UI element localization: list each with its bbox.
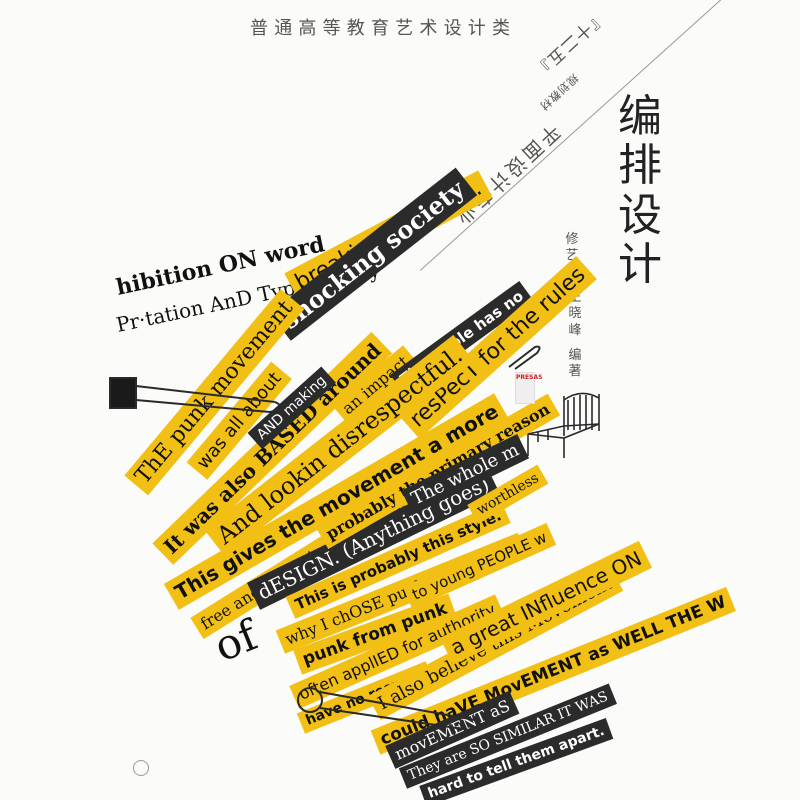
collage-strip — [401, 433, 530, 515]
inset-label: PRESAS — [516, 374, 543, 381]
collage-strip — [467, 464, 549, 525]
series-title: 普通高等教育艺术设计类 — [250, 18, 517, 39]
author-role: 编著 — [568, 348, 582, 380]
collage-strip — [247, 366, 336, 450]
collage-strip — [163, 393, 510, 610]
book-title: 编排设计 — [618, 91, 662, 290]
publisher-logo-icon — [133, 760, 149, 776]
collage-strip — [385, 690, 520, 769]
collage-strip — [124, 289, 305, 496]
collage-strip — [402, 522, 557, 609]
collage-strip — [269, 167, 478, 341]
collage-strip — [315, 393, 561, 550]
safety-pin-icon — [508, 345, 541, 370]
collage-strip — [398, 256, 597, 439]
bed-illustration — [527, 392, 600, 458]
collage-strip — [398, 683, 617, 789]
safety-pin-icon — [297, 687, 482, 731]
safety-pin-icon — [109, 377, 282, 413]
collage-strip — [285, 501, 511, 619]
collage-strip — [293, 593, 458, 675]
collage-strip — [204, 334, 475, 557]
collage-strip — [186, 361, 292, 480]
collage-strip — [419, 718, 614, 800]
collage-strip — [289, 594, 506, 709]
inset-photo: PRESAS — [515, 372, 543, 404]
collage-strip — [331, 345, 420, 425]
collage-strip — [152, 331, 393, 565]
collage-strip — [439, 540, 653, 665]
